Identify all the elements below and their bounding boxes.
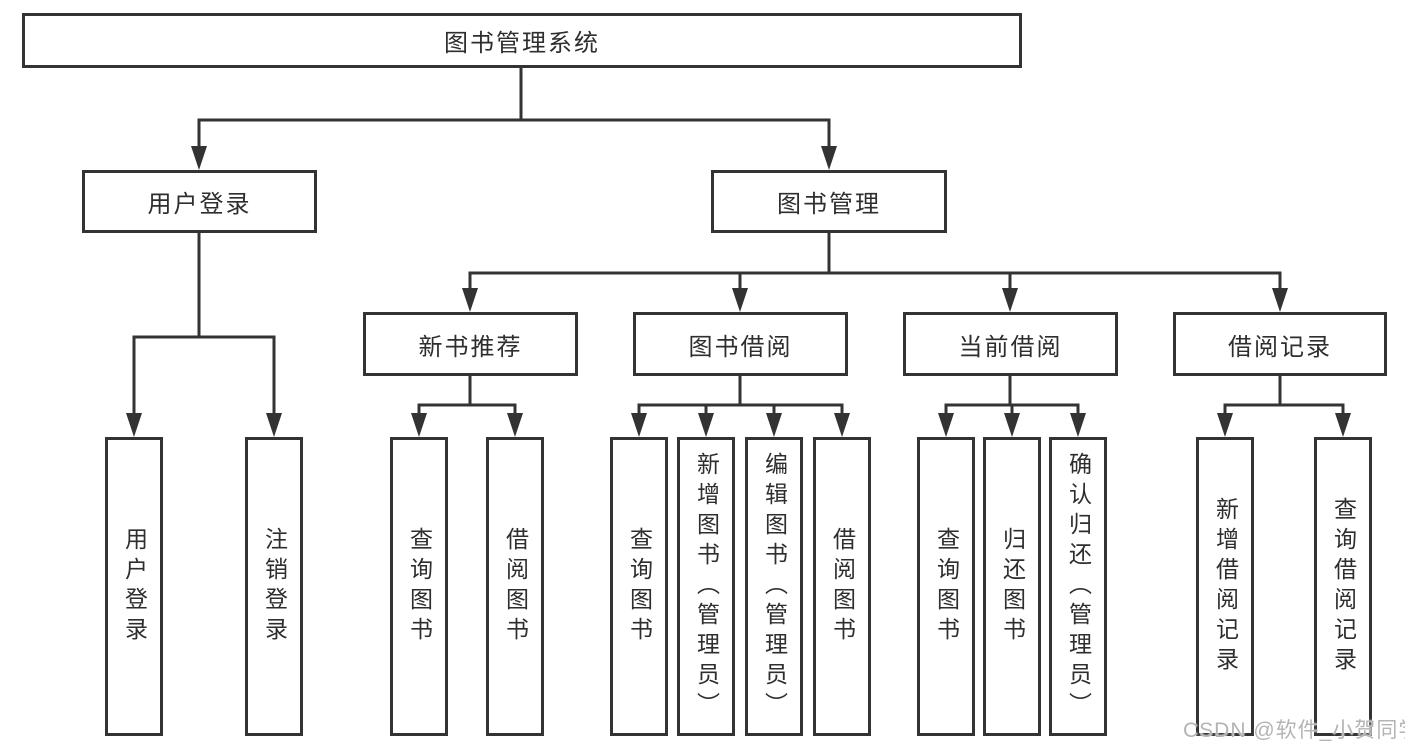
leaf-return-books: 归还图书 bbox=[983, 437, 1041, 736]
leaf-query-borrow-record: 查询借阅记录 bbox=[1314, 437, 1372, 736]
leaf-borrow-books-recommend-label: 借阅图书 bbox=[502, 526, 529, 647]
leaf-query-books-borrow-label: 查询图书 bbox=[626, 526, 653, 647]
leaf-query-books-current: 查询图书 bbox=[917, 437, 975, 736]
leaf-query-books-recommend: 查询图书 bbox=[390, 437, 448, 736]
node-user-login-label: 用户登录 bbox=[147, 191, 252, 218]
node-user-login: 用户登录 bbox=[82, 170, 317, 233]
leaf-borrow-books: 借阅图书 bbox=[813, 437, 871, 736]
node-current-borrow-label: 当前借阅 bbox=[958, 333, 1063, 361]
leaf-edit-books-admin: 编辑图书（管理员） bbox=[745, 437, 803, 736]
node-borrow-records-label: 借阅记录 bbox=[1228, 333, 1332, 361]
leaf-query-books-current-label: 查询图书 bbox=[933, 526, 960, 647]
connector-user-login-children bbox=[126, 233, 282, 437]
csdn-watermark: CSDN @软件_小贺同学 bbox=[1183, 719, 1405, 742]
leaf-confirm-return-admin: 确认归还（管理员） bbox=[1049, 437, 1107, 736]
node-book-borrow-label: 图书借阅 bbox=[688, 333, 793, 361]
leaf-add-borrow-record-label: 新增借阅记录 bbox=[1212, 496, 1239, 677]
connector-borrow-record-children bbox=[1217, 376, 1351, 437]
leaf-return-books-label: 归还图书 bbox=[999, 526, 1026, 647]
connector-current-borrow-children bbox=[938, 376, 1086, 437]
leaf-query-books-recommend-label: 查询图书 bbox=[406, 526, 433, 647]
leaf-add-books-admin-label: 新增图书（管理员） bbox=[693, 451, 720, 722]
leaf-user-login: 用户登录 bbox=[105, 437, 163, 736]
node-new-book-recommend-label: 新书推荐 bbox=[418, 333, 523, 361]
connector-new-book-children bbox=[411, 376, 523, 437]
connector-book-mgmt-children bbox=[462, 233, 1288, 312]
leaf-add-borrow-record: 新增借阅记录 bbox=[1196, 437, 1254, 736]
node-borrow-records: 借阅记录 bbox=[1173, 312, 1387, 376]
node-current-borrow: 当前借阅 bbox=[903, 312, 1118, 376]
leaf-confirm-return-admin-label: 确认归还（管理员） bbox=[1065, 451, 1092, 722]
node-library-system: 图书管理系统 bbox=[22, 13, 1022, 68]
node-book-borrow: 图书借阅 bbox=[633, 312, 848, 376]
leaf-query-borrow-record-label: 查询借阅记录 bbox=[1330, 496, 1357, 677]
leaf-query-books-borrow: 查询图书 bbox=[610, 437, 668, 736]
node-library-system-label: 图书管理系统 bbox=[444, 30, 600, 57]
node-new-book-recommend: 新书推荐 bbox=[363, 312, 578, 376]
node-book-management: 图书管理 bbox=[711, 170, 947, 233]
leaf-logout: 注销登录 bbox=[245, 437, 303, 736]
node-book-management-label: 图书管理 bbox=[777, 191, 881, 218]
connector-root-to-level1 bbox=[191, 68, 837, 170]
leaf-borrow-books-recommend: 借阅图书 bbox=[486, 437, 544, 736]
leaf-logout-label: 注销登录 bbox=[261, 526, 288, 647]
leaf-add-books-admin: 新增图书（管理员） bbox=[677, 437, 735, 736]
leaf-borrow-books-label: 借阅图书 bbox=[829, 526, 856, 647]
leaf-edit-books-admin-label: 编辑图书（管理员） bbox=[761, 451, 788, 722]
connector-book-borrow-children bbox=[631, 376, 850, 437]
leaf-user-login-label: 用户登录 bbox=[121, 526, 148, 647]
